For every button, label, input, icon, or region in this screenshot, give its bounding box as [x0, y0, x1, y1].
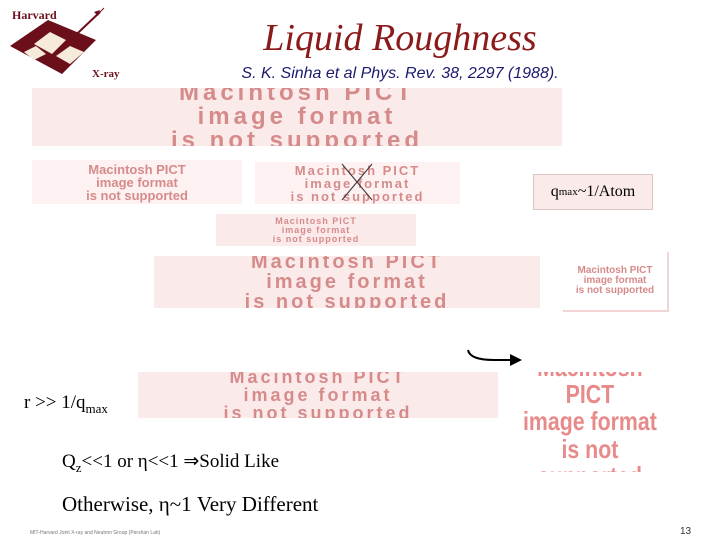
curved-arrow-icon — [467, 349, 522, 366]
harvard-xray-logo: Harvard X-ray — [4, 6, 124, 86]
page-number: 13 — [680, 526, 692, 537]
qz-condition-text: Qz<<1 or η<<1 ⇒Solid Like — [62, 451, 280, 475]
logo-bottom-text: X-ray — [92, 68, 120, 80]
shield-logo-icon — [10, 7, 105, 74]
cross-mark-icon — [341, 163, 373, 201]
slide-title: Liquid Roughness — [263, 17, 537, 59]
logo-top-text: Harvard — [12, 8, 57, 22]
r-condition-text: r >> 1/qmax — [24, 392, 108, 416]
slide-subtitle: S. K. Sinha et al Phys. Rev. 38, 2297 (1… — [241, 65, 559, 82]
footer-credit: MIT-Harvard Joint X-ray and Neutron Grou… — [30, 530, 161, 536]
otherwise-text: Otherwise, η~1 Very Different — [62, 492, 319, 516]
